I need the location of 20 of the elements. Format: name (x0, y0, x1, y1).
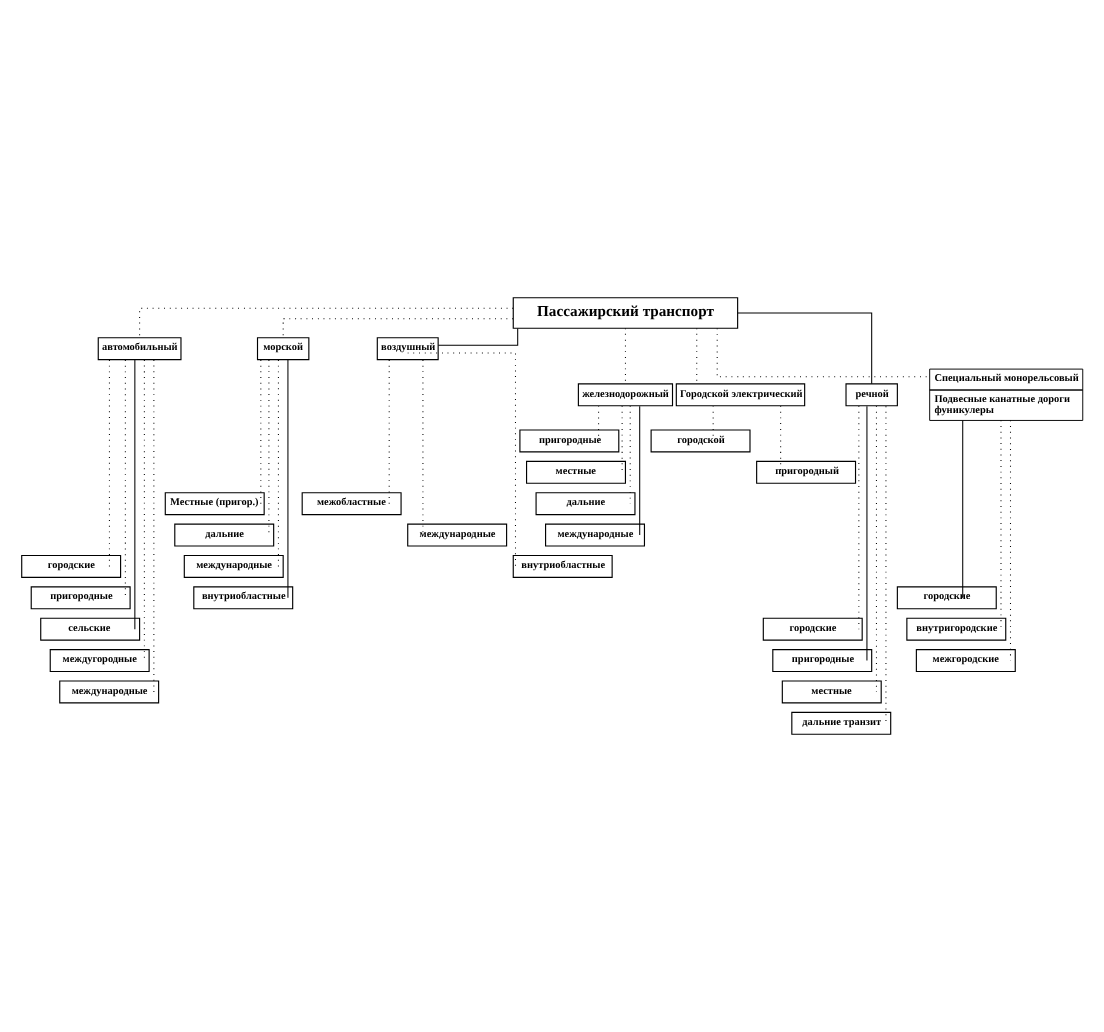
connector (737, 312, 873, 385)
connector (858, 405, 860, 630)
connector (621, 405, 623, 473)
connector (277, 359, 279, 567)
connector (629, 405, 631, 505)
connector (1000, 419, 1002, 630)
connector (437, 327, 519, 346)
connector (134, 359, 136, 630)
connector (143, 359, 145, 662)
connector (422, 359, 424, 536)
connector (962, 419, 964, 599)
connector (866, 405, 868, 662)
connector (885, 405, 887, 724)
connector (639, 405, 641, 536)
connector (139, 307, 514, 339)
connector (287, 359, 289, 599)
connector (780, 405, 782, 473)
node-box: Пассажирский транспорт (512, 297, 739, 329)
connector (268, 359, 270, 536)
connector (108, 359, 110, 567)
